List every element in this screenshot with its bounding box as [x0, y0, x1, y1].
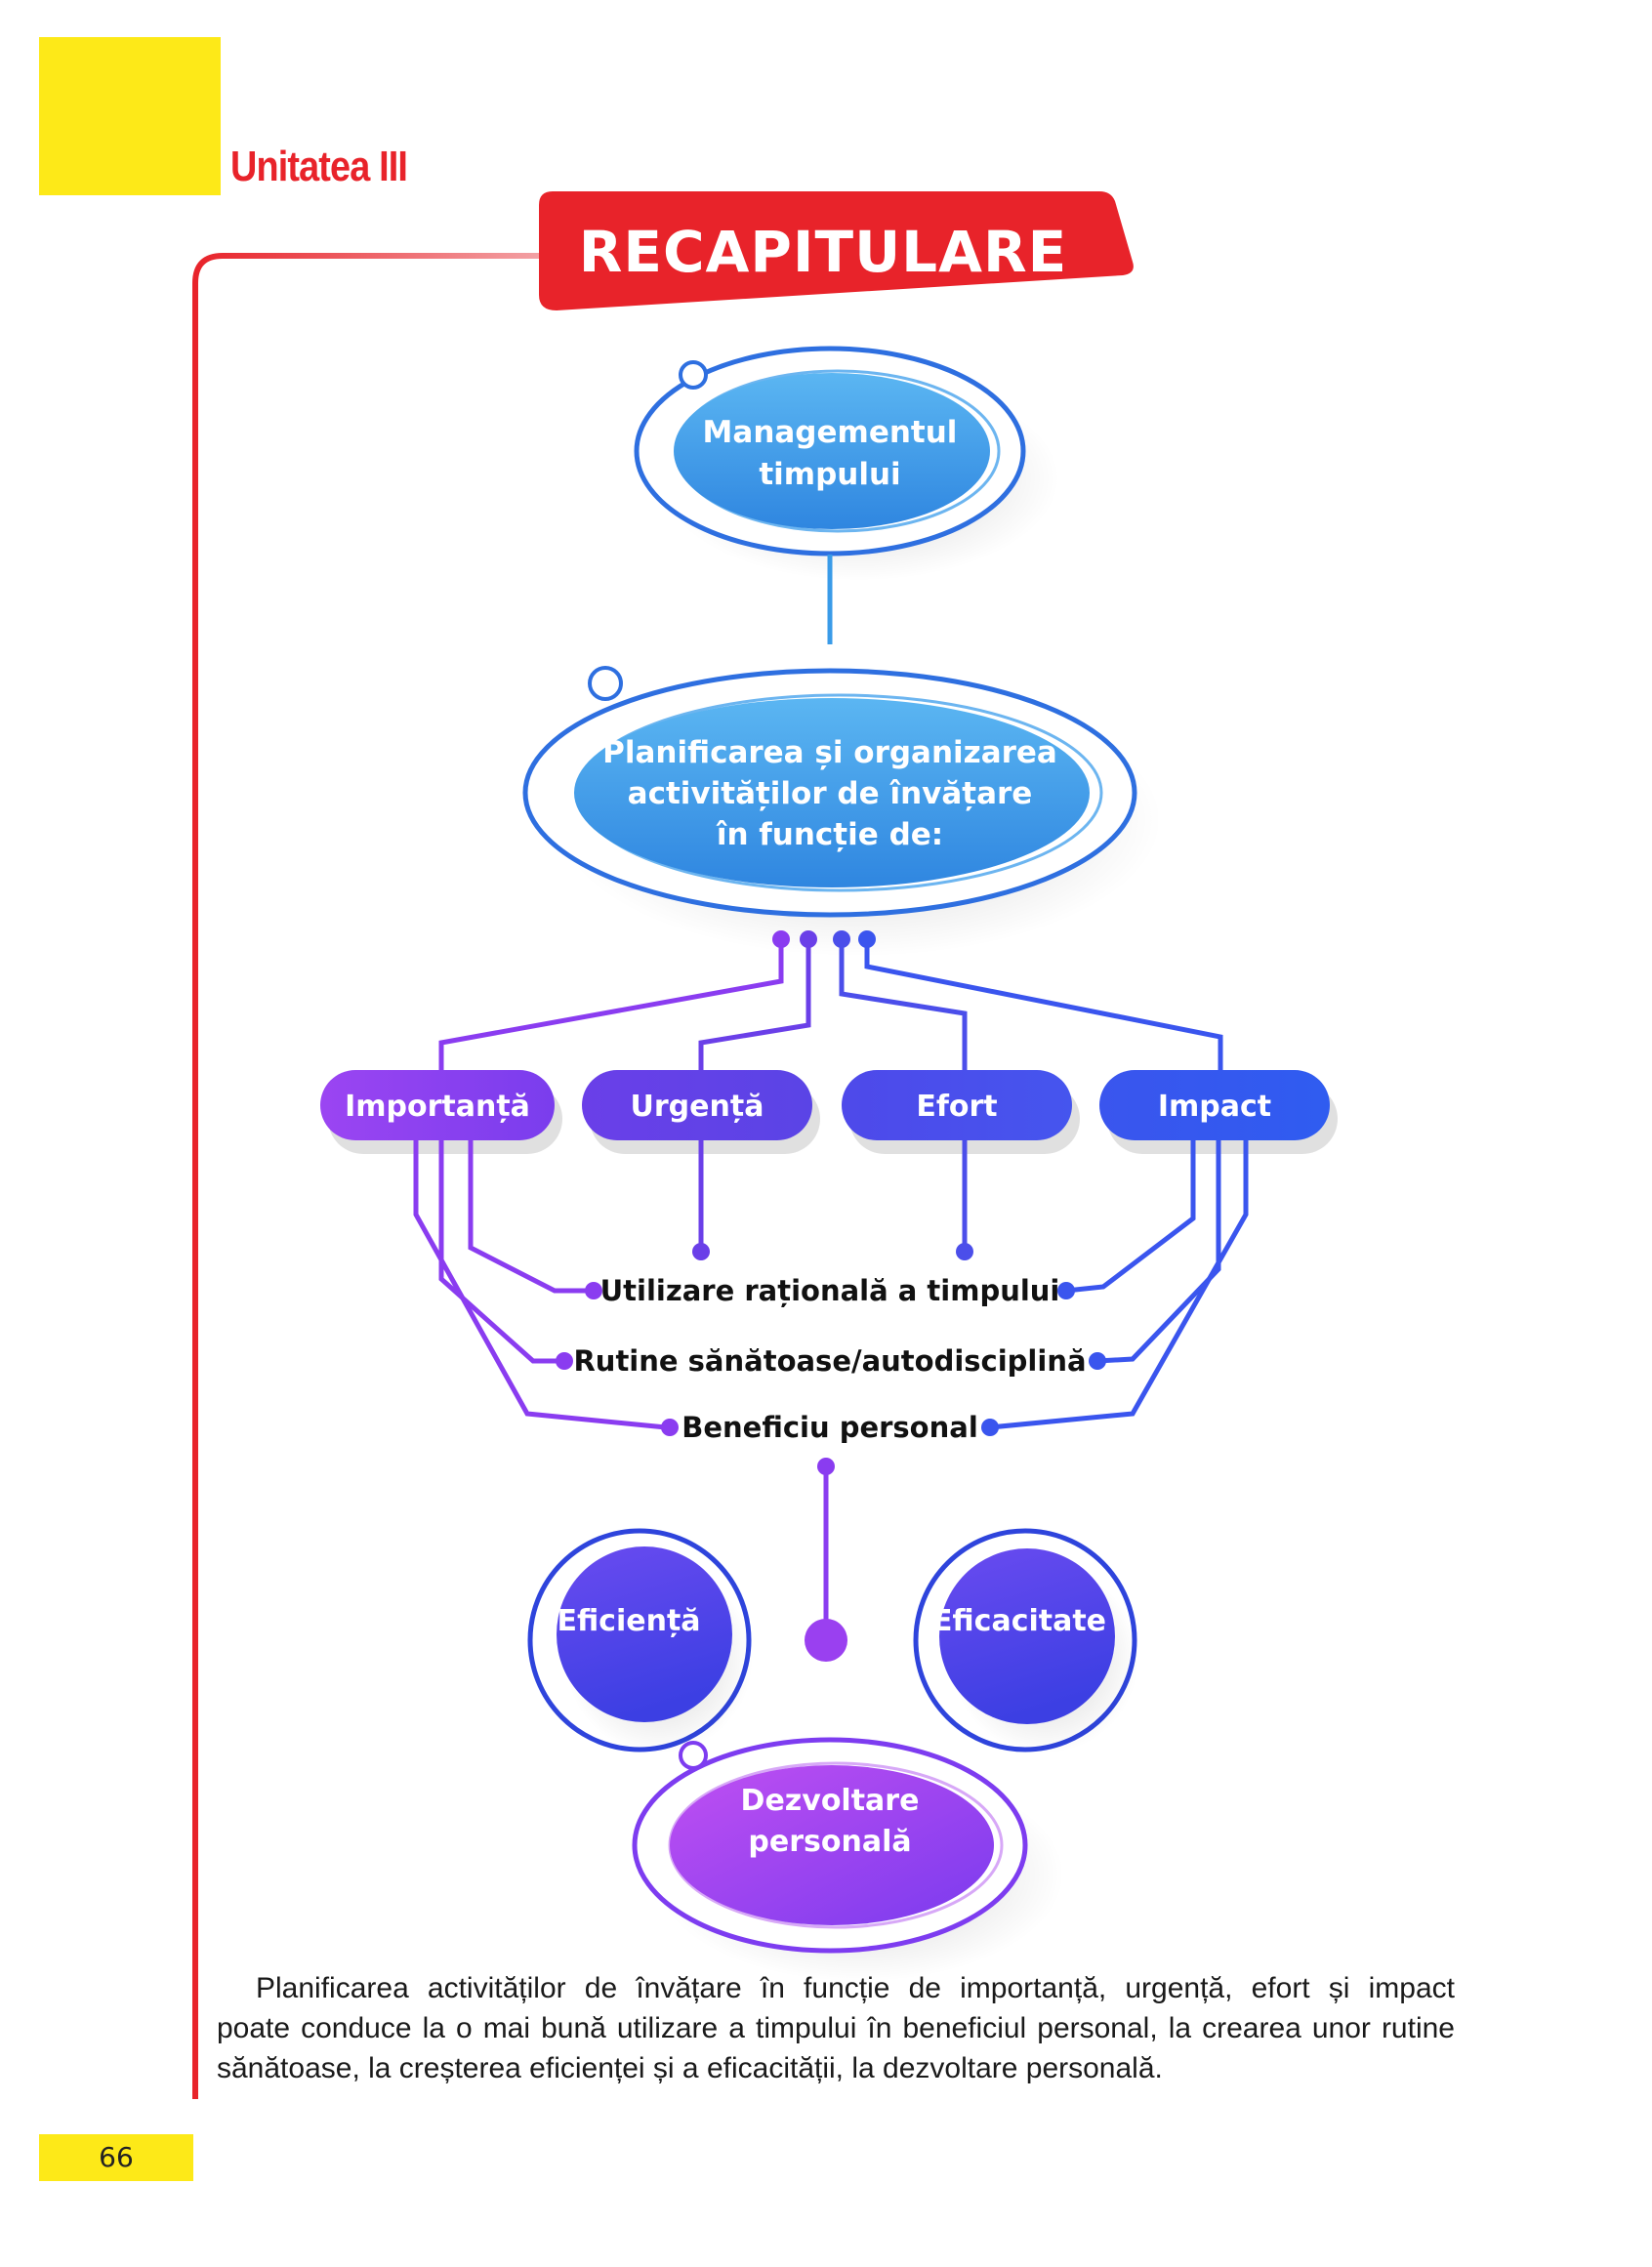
summary-line-2: poate conduce la o mai bună utilizare a …	[217, 2012, 1455, 2044]
connectors-outcomes	[413, 1140, 1249, 1436]
criterion-importance: Importanță	[345, 1090, 530, 1124]
criterion-impact: Impact	[1158, 1090, 1271, 1124]
criteria-pills	[320, 1070, 1338, 1154]
efficacy-label: Eficacitate	[932, 1604, 1106, 1638]
page-number-box	[39, 2134, 193, 2181]
connector-results	[805, 1458, 847, 1662]
node-efficacy	[913, 1528, 1138, 1753]
node-efficiency	[527, 1528, 753, 1753]
yellow-corner-tab	[39, 37, 221, 195]
top-node-line-1: Managementul	[703, 415, 958, 450]
node-personal-development	[632, 1737, 1064, 1982]
criterion-urgency: Urgență	[631, 1090, 764, 1124]
summary-line-3: sănătoase, la creșterea eficienței și a …	[217, 2052, 1163, 2084]
connectors-criteria	[438, 930, 1223, 1072]
planning-line-2: activităților de învățare	[628, 776, 1033, 811]
section-ribbon	[539, 191, 1134, 310]
final-node-line-2: personală	[748, 1825, 911, 1859]
outcome-personal-benefit: Beneficiu personal	[681, 1411, 978, 1444]
node-time-management	[634, 346, 1059, 581]
page-margin-rule	[192, 253, 547, 2099]
unit-title: Unitatea III	[230, 143, 408, 190]
page-number: 66	[99, 2141, 134, 2173]
outcome-healthy-routines: Rutine sănătoase/autodisciplină	[573, 1344, 1086, 1378]
summary-line-1: Planificarea activităților de învățare î…	[256, 1972, 1455, 2004]
criterion-effort: Efort	[916, 1090, 997, 1124]
planning-line-1: Planificarea și organizarea	[602, 735, 1057, 770]
outcome-rational-use: Utilizare rațională a timpului	[600, 1274, 1060, 1307]
final-node-line-1: Dezvoltare	[741, 1784, 920, 1818]
summary-paragraph: Planificarea activităților de învățare î…	[217, 1968, 1455, 2088]
top-node-line-2: timpului	[759, 457, 900, 492]
planning-line-3: în funcție de:	[716, 817, 943, 852]
efficiency-label: Eficiență	[557, 1604, 700, 1638]
section-title: RECAPITULARE	[578, 219, 1068, 285]
node-planning	[522, 666, 1162, 957]
